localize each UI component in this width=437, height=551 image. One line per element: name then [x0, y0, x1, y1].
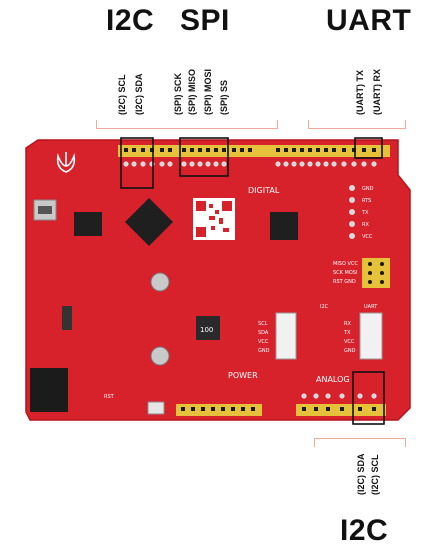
i2c-highlight-box [120, 137, 154, 189]
pcb-board [25, 139, 411, 421]
svg-text:RX: RX [344, 321, 351, 327]
uart-side-header: GND RTS TX RX VCC [349, 185, 374, 240]
bottom-bracket [314, 438, 406, 447]
svg-text:I2C: I2C [320, 304, 329, 310]
chip-right [270, 212, 298, 240]
bottom-i2c-highlight-box [352, 371, 385, 425]
analog-silk: ANALOG [316, 375, 350, 384]
inductor [196, 316, 220, 340]
uart-highlight-box [354, 137, 383, 159]
power-header [176, 404, 262, 416]
reset-button [147, 401, 165, 415]
spi-heading: SPI [180, 4, 230, 37]
svg-text:VCC: VCC [362, 234, 373, 240]
capacitor-1 [150, 272, 170, 292]
i2c-top-heading: I2C [106, 4, 155, 37]
power-silk: POWER [228, 371, 258, 380]
top-left-bracket [96, 120, 278, 129]
svg-text:GND: GND [344, 348, 356, 354]
icsp-header: MISO VCC SCK MOSI RST GND [333, 258, 390, 288]
svg-text:MISO VCC: MISO VCC [333, 261, 358, 267]
top-right-bracket [308, 120, 406, 129]
uart-heading: UART [326, 4, 412, 37]
top-pad-row [123, 161, 377, 167]
svg-text:RST: RST [104, 394, 115, 400]
svg-text:UART: UART [364, 304, 378, 310]
svg-text:TX: TX [361, 210, 369, 216]
i2c-bottom-heading: I2C [340, 514, 389, 547]
svg-text:RX: RX [362, 222, 369, 228]
svg-text:GND: GND [258, 348, 270, 354]
svg-text:SDA: SDA [258, 330, 269, 336]
analog-pad-row [301, 393, 377, 399]
svg-text:100: 100 [200, 326, 213, 334]
svg-text:TX: TX [343, 330, 351, 336]
top-header [118, 145, 390, 157]
seeed-logo [56, 152, 76, 173]
top-header-pins [124, 148, 376, 152]
qr-code [193, 198, 235, 240]
svg-text:RST GND: RST GND [333, 279, 356, 285]
spi-highlight-box [179, 137, 229, 177]
grove-i2c-connector [275, 312, 297, 360]
svg-text:SCK MOSI: SCK MOSI [333, 270, 357, 276]
svg-text:GND: GND [362, 186, 374, 192]
dc-power-jack [30, 368, 68, 412]
digital-silk: DIGITAL [248, 186, 280, 195]
grove-uart-connector [359, 312, 383, 360]
main-mcu [124, 197, 174, 247]
svg-text:VCC: VCC [344, 339, 355, 345]
chip-left [74, 212, 102, 236]
voltage-switch [62, 306, 72, 330]
svg-text:SCL: SCL [258, 321, 268, 327]
svg-text:VCC: VCC [258, 339, 269, 345]
svg-text:RTS: RTS [362, 198, 371, 204]
capacitor-2 [150, 346, 170, 366]
